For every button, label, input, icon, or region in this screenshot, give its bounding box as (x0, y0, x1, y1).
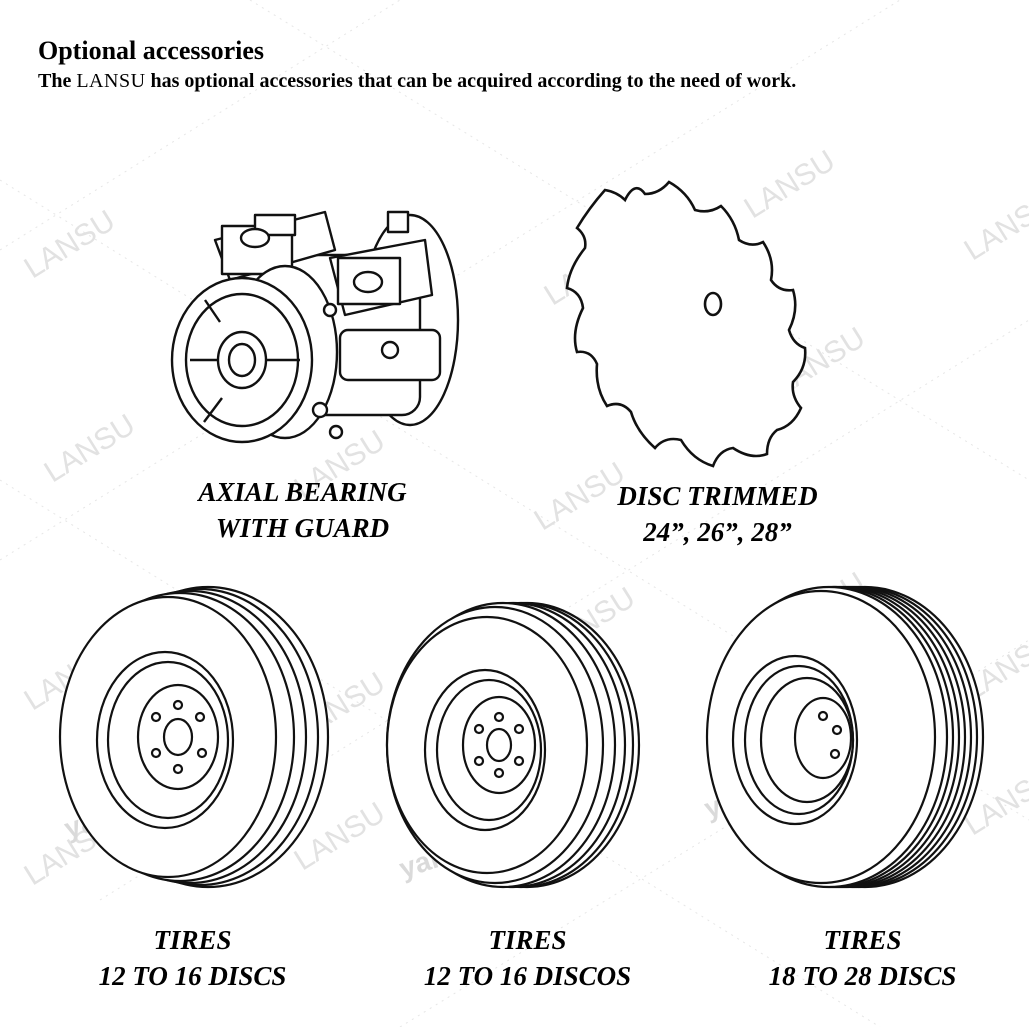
description-prefix: The (38, 70, 77, 92)
caption-line: AXIAL BEARING (198, 477, 407, 507)
watermark-brand: LANSU (38, 408, 141, 490)
caption-line: 18 TO 28 DISCS (768, 961, 957, 991)
caption-axial-bearing: AXIAL BEARING WITH GUARD (150, 474, 455, 546)
caption-line: WITH GUARD (215, 513, 390, 543)
caption-tires-3: TIRES 18 TO 28 DISCS (710, 922, 1015, 994)
caption-tires-1: TIRES 12 TO 16 DISCS (40, 922, 345, 994)
description-suffix: has optional accessories that can be acq… (145, 70, 797, 92)
caption-tires-2: TIRES 12 TO 16 DISCOS (375, 922, 680, 994)
page-description: The LANSU has optional accessories that … (38, 70, 796, 93)
tire-illustration-1 (58, 585, 330, 889)
watermark-brand: LANSU (18, 204, 121, 286)
tire-illustration-3 (705, 585, 985, 889)
axial-bearing-illustration (170, 210, 460, 444)
caption-line: DISC TRIMMED (617, 481, 818, 511)
caption-disc-trimmed: DISC TRIMMED 24”, 26”, 28” (565, 478, 870, 550)
tire-illustration-2 (385, 601, 641, 889)
disc-trimmed-illustration (565, 180, 807, 468)
caption-line: 12 TO 16 DISCS (98, 961, 287, 991)
watermark-brand: LANSU (958, 186, 1029, 268)
brand-name: LANSU (76, 70, 146, 92)
caption-line: TIRES (488, 925, 567, 955)
caption-line: TIRES (823, 925, 902, 955)
caption-line: 24”, 26”, 28” (643, 517, 792, 547)
caption-line: TIRES (153, 925, 232, 955)
page-title: Optional accessories (38, 36, 265, 65)
caption-line: 12 TO 16 DISCOS (423, 961, 632, 991)
